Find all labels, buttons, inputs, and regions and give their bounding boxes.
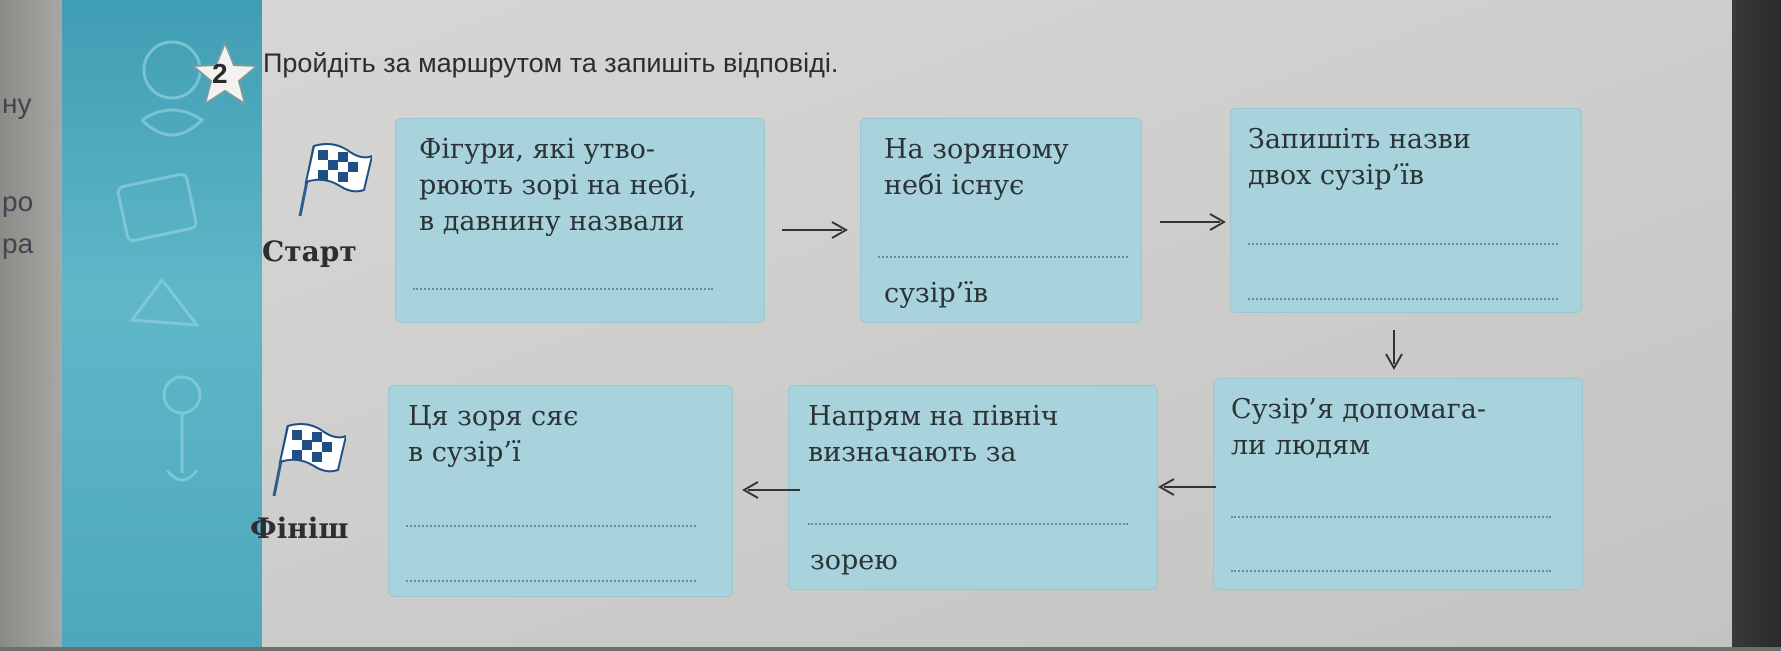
answer-line[interactable] [1231, 570, 1551, 572]
route-step-text: Ця зоря сяє в сузір’ї [408, 401, 579, 468]
route-step-box-4: Сузір’я допомага- ли людям [1213, 378, 1583, 590]
left-page-fragment: ну [2, 88, 32, 119]
route-step-text: Сузір’я допомага- ли людям [1231, 394, 1486, 461]
start-label: Старт [262, 235, 357, 268]
route-step-text: На зоряному небі існує [884, 134, 1069, 201]
route-step-text: Запишіть назви двох сузір’їв [1248, 124, 1471, 191]
task-number: 2 [212, 58, 228, 89]
answer-line[interactable] [1231, 516, 1551, 518]
route-step-text: Фігури, які утво- рюють зорі на небі, в … [419, 134, 698, 237]
route-step-suffix: зорею [810, 545, 898, 576]
star-icon [190, 40, 260, 107]
checkered-flag-icon [298, 143, 372, 217]
left-page-edge: ну ро ра [0, 0, 62, 647]
decorative-margin-strip [62, 0, 262, 647]
answer-line[interactable] [1248, 243, 1558, 245]
arrow-right-icon [782, 221, 849, 239]
right-edge [1732, 0, 1781, 647]
answer-line[interactable] [1248, 298, 1558, 300]
answer-line[interactable] [413, 288, 713, 290]
route-step-box-5: Напрям на північ визначають за зорею [788, 385, 1158, 590]
answer-line[interactable] [406, 525, 696, 527]
answer-line[interactable] [878, 256, 1128, 258]
arrow-down-icon [1385, 330, 1403, 370]
answer-line[interactable] [808, 523, 1128, 525]
arrow-left-icon [742, 481, 800, 499]
route-step-suffix: сузір’їв [884, 278, 989, 309]
task-number-badge: 2 [190, 40, 260, 110]
arrow-right-icon [1160, 213, 1227, 231]
route-step-box-2: На зоряному небі існує сузір’їв [860, 118, 1142, 323]
task-title: Пройдіть за маршрутом та запишіть відпов… [263, 48, 839, 78]
answer-line[interactable] [406, 580, 696, 582]
route-step-box-3: Запишіть назви двох сузір’їв [1230, 108, 1582, 313]
left-page-fragment: ро [2, 186, 34, 217]
route-step-box-1: Фігури, які утво- рюють зорі на небі, в … [395, 118, 765, 323]
route-step-box-6: Ця зоря сяє в сузір’ї [388, 385, 733, 597]
route-step-text: Напрям на північ визначають за [808, 401, 1059, 468]
margin-doodles-icon [116, 40, 205, 482]
finish-label: Фініш [250, 512, 349, 545]
checkered-flag-icon [272, 423, 346, 497]
left-page-fragment: ра [2, 228, 34, 259]
arrow-left-icon [1158, 478, 1216, 496]
